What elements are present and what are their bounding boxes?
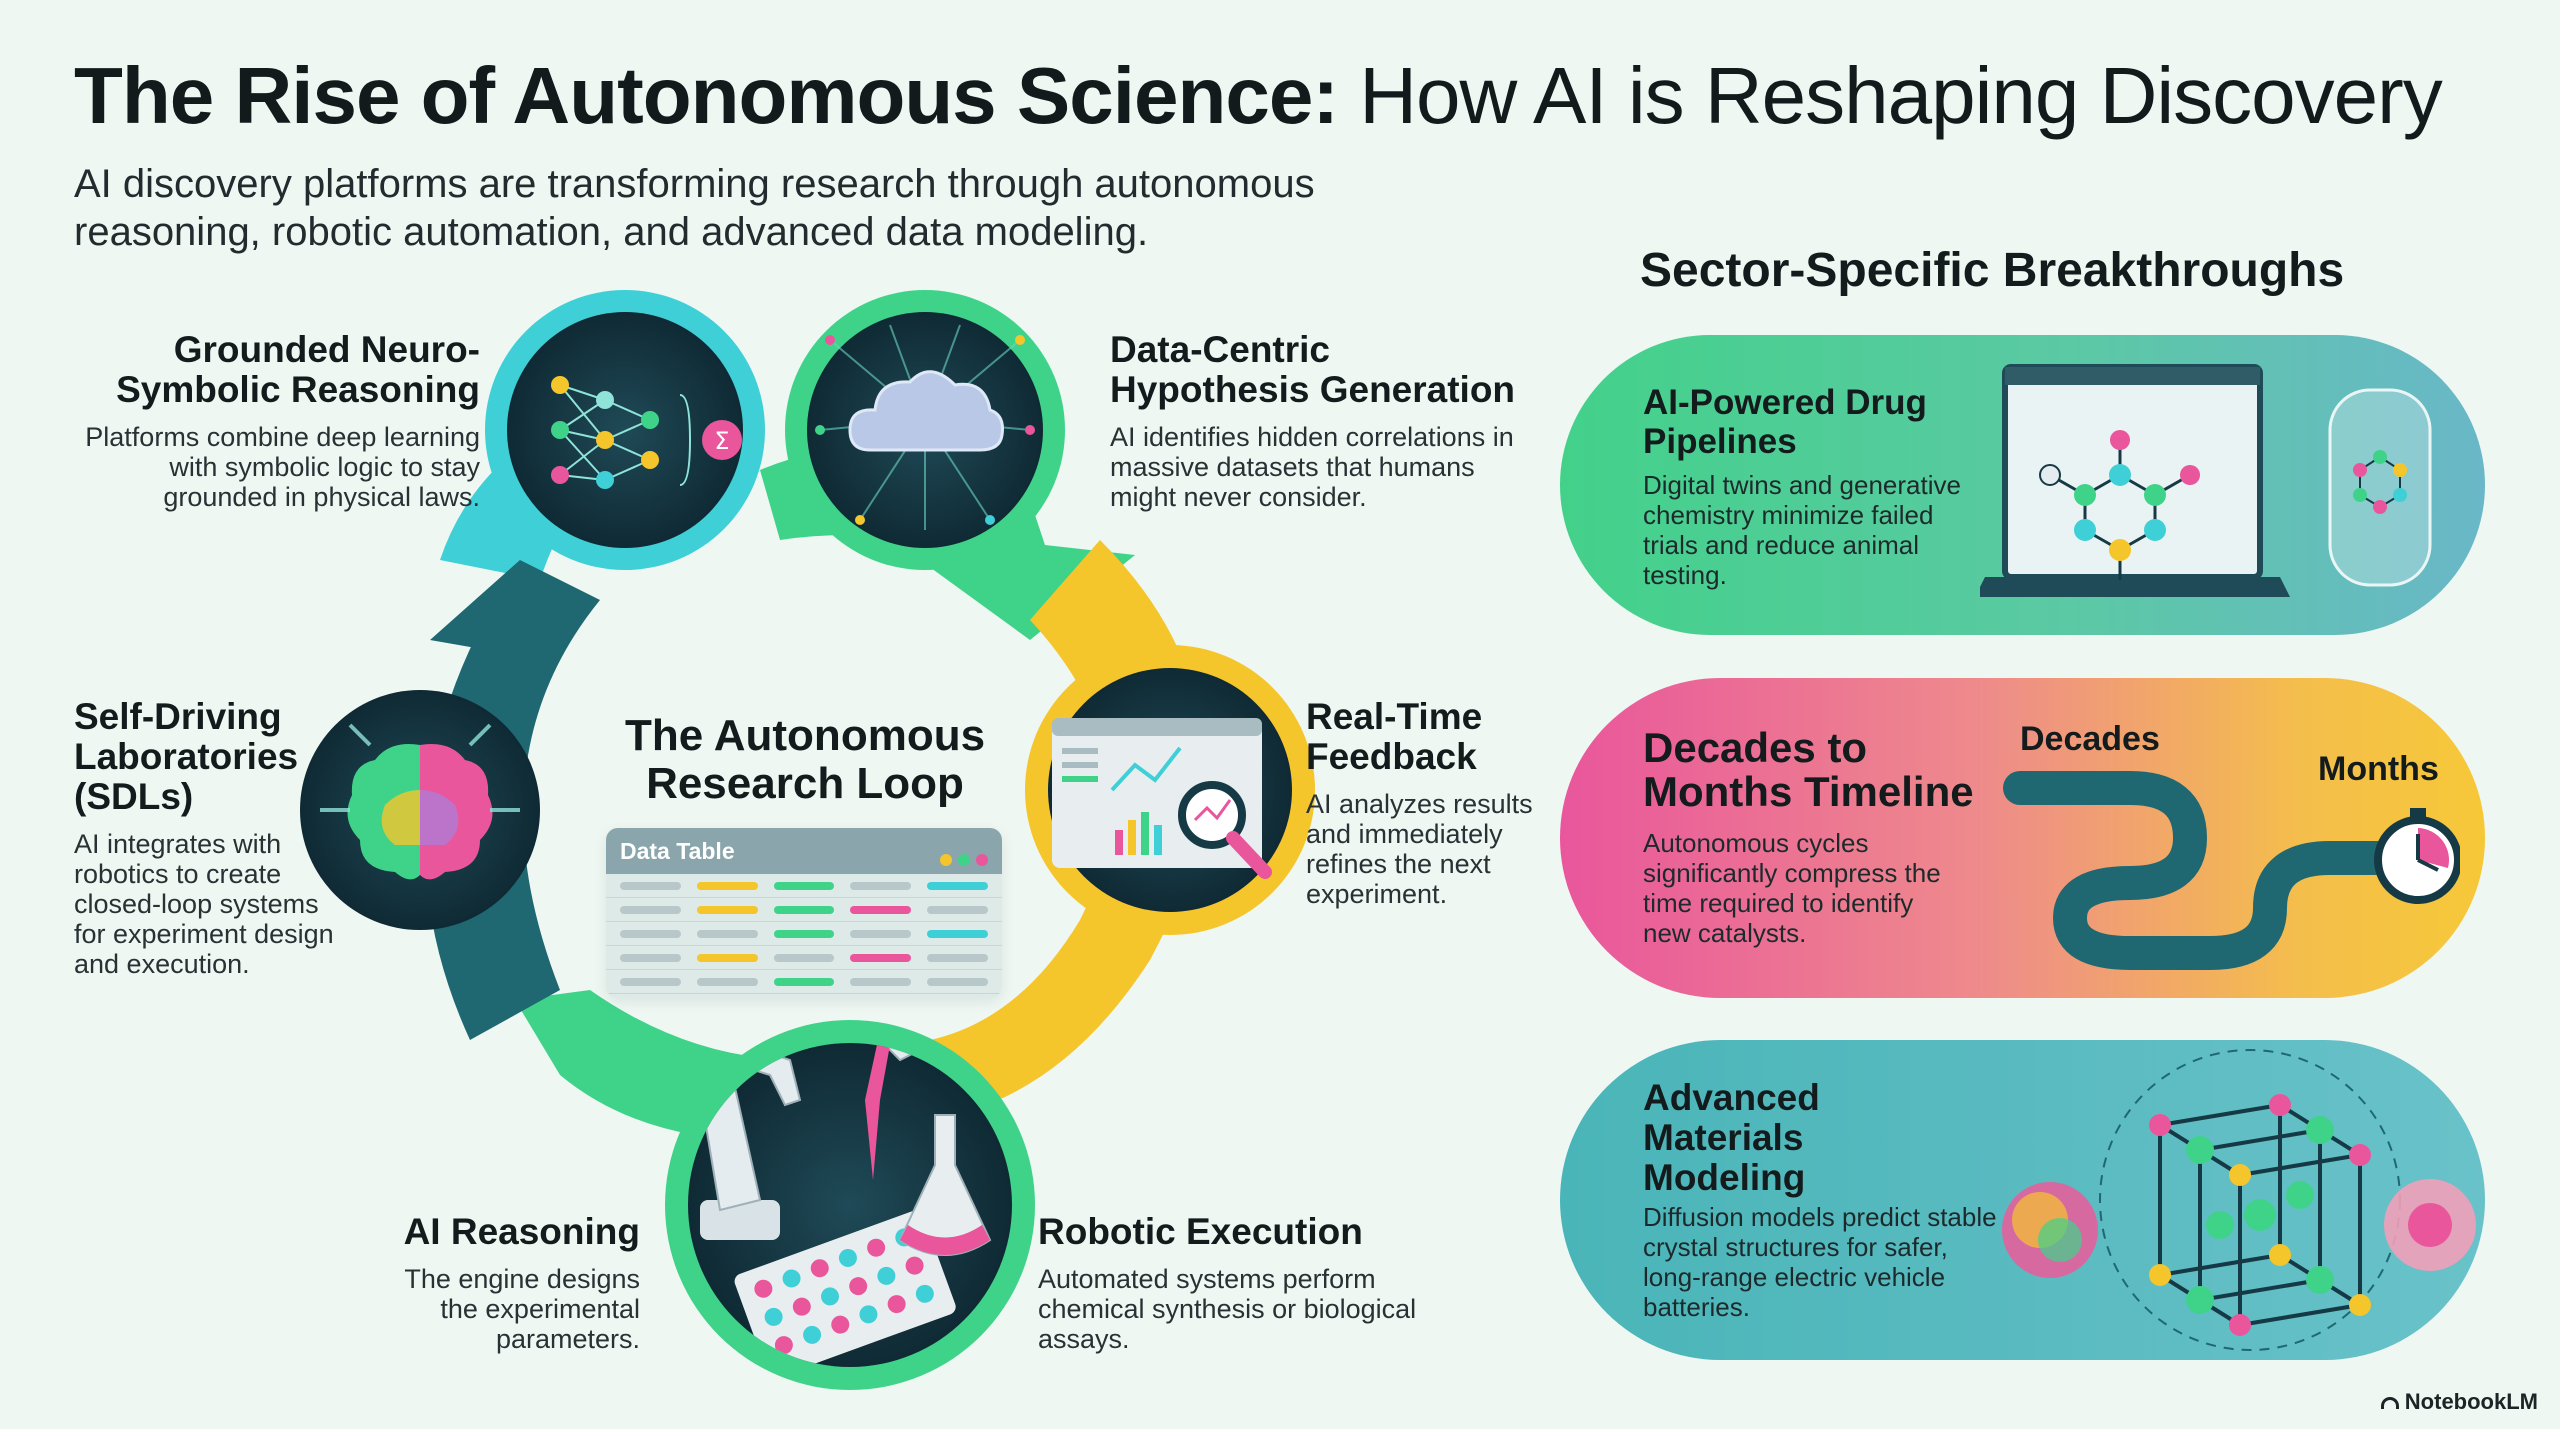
node-description: AI integrates with robotics to create cl… [74, 829, 334, 979]
sector-title: Sector-Specific Breakthroughs [1640, 244, 2345, 297]
ring-arrowhead-left [430, 560, 545, 660]
svg-text:Σ: Σ [714, 427, 729, 455]
title-light: How AI is Reshaping Discovery [1359, 51, 2443, 140]
node-title: Robotic Execution [1038, 1211, 1363, 1252]
node-description: AI identifies hidden correlations in mas… [1110, 422, 1514, 512]
card-advanced-materials: Advanced Materials Modeling Diffusion mo… [1560, 1040, 2485, 1360]
data-table-header: Data Table [606, 828, 1002, 874]
node-title: Grounded Neuro-Symbolic Reasoning [116, 329, 480, 410]
window-dots-icon [934, 845, 988, 872]
page-subtitle: AI discovery platforms are transforming … [74, 162, 1315, 254]
card-decades-to-months: Decades to Months Timeline Autonomous cy… [1560, 678, 2485, 998]
brain-node [300, 690, 540, 930]
node-title: Real-Time Feedback [1306, 696, 1483, 777]
analytics-magnifier-icon [1052, 718, 1272, 879]
node-self-driving-labs: Self-Driving Laboratories (SDLs) AI inte… [74, 696, 349, 980]
title-bold: The Rise of Autonomous Science: [74, 51, 1339, 140]
card-title: AI-Powered Drug Pipelines [1643, 383, 1927, 461]
brand-name: NotebookLM [2404, 1389, 2538, 1414]
node-description: Platforms combine deep learning with sym… [85, 422, 480, 512]
node-robotic-execution: Robotic Execution Automated systems perf… [1038, 1211, 1438, 1355]
robot-node [665, 1020, 1035, 1390]
node-description: AI analyzes results and immediately refi… [1306, 789, 1533, 909]
data-table-panel: Data Table [606, 828, 1002, 998]
node-neuro-symbolic: Grounded Neuro-Symbolic Reasoning Platfo… [60, 329, 480, 513]
timeline-start-label: Decades [2020, 720, 2160, 758]
card-description: Autonomous cycles significantly compress… [1643, 828, 1941, 948]
node-title: Self-Driving Laboratories (SDLs) [74, 696, 299, 817]
neural-network-node: Σ [485, 290, 765, 570]
card-drug-pipelines: AI-Powered Drug Pipelines Digital twins … [1560, 335, 2485, 635]
card-title: Decades to Months Timeline [1643, 724, 1974, 815]
node-description: Automated systems perform chemical synth… [1038, 1264, 1417, 1354]
laptop-molecule-icon [1980, 364, 2432, 597]
winding-road-icon [2003, 771, 2460, 970]
card-description: Diffusion models predict stable crystal … [1643, 1202, 1997, 1322]
node-ai-reasoning: AI Reasoning The engine designs the expe… [380, 1211, 640, 1355]
crystal-lattice-icon [2002, 1049, 2476, 1351]
stopwatch-icon [2374, 808, 2460, 904]
node-hypothesis-generation: Data-Centric Hypothesis Generation AI id… [1110, 329, 1530, 513]
card-title: Advanced Materials Modeling [1643, 1077, 1820, 1198]
notebooklm-logo-icon [2380, 1397, 2399, 1410]
node-title: Data-Centric Hypothesis Generation [1110, 329, 1516, 410]
cloud-data-node [785, 290, 1065, 570]
data-table-label: Data Table [620, 838, 735, 864]
node-description: The engine designs the experimental para… [404, 1264, 640, 1354]
timeline-end-label: Months [2318, 750, 2439, 788]
node-title: AI Reasoning [403, 1211, 640, 1252]
card-description: Digital twins and generative chemistry m… [1643, 470, 1961, 590]
node-real-time-feedback: Real-Time Feedback AI analyzes results a… [1306, 696, 1546, 910]
analytics-node [1025, 645, 1315, 935]
brain-icon [347, 744, 493, 880]
page-title: The Rise of Autonomous Science: How AI i… [74, 50, 2443, 142]
cloud-data-icon [819, 324, 1031, 530]
loop-title: The Autonomous Research Loop [624, 711, 986, 808]
brand-logo: NotebookLM [2380, 1389, 2538, 1415]
